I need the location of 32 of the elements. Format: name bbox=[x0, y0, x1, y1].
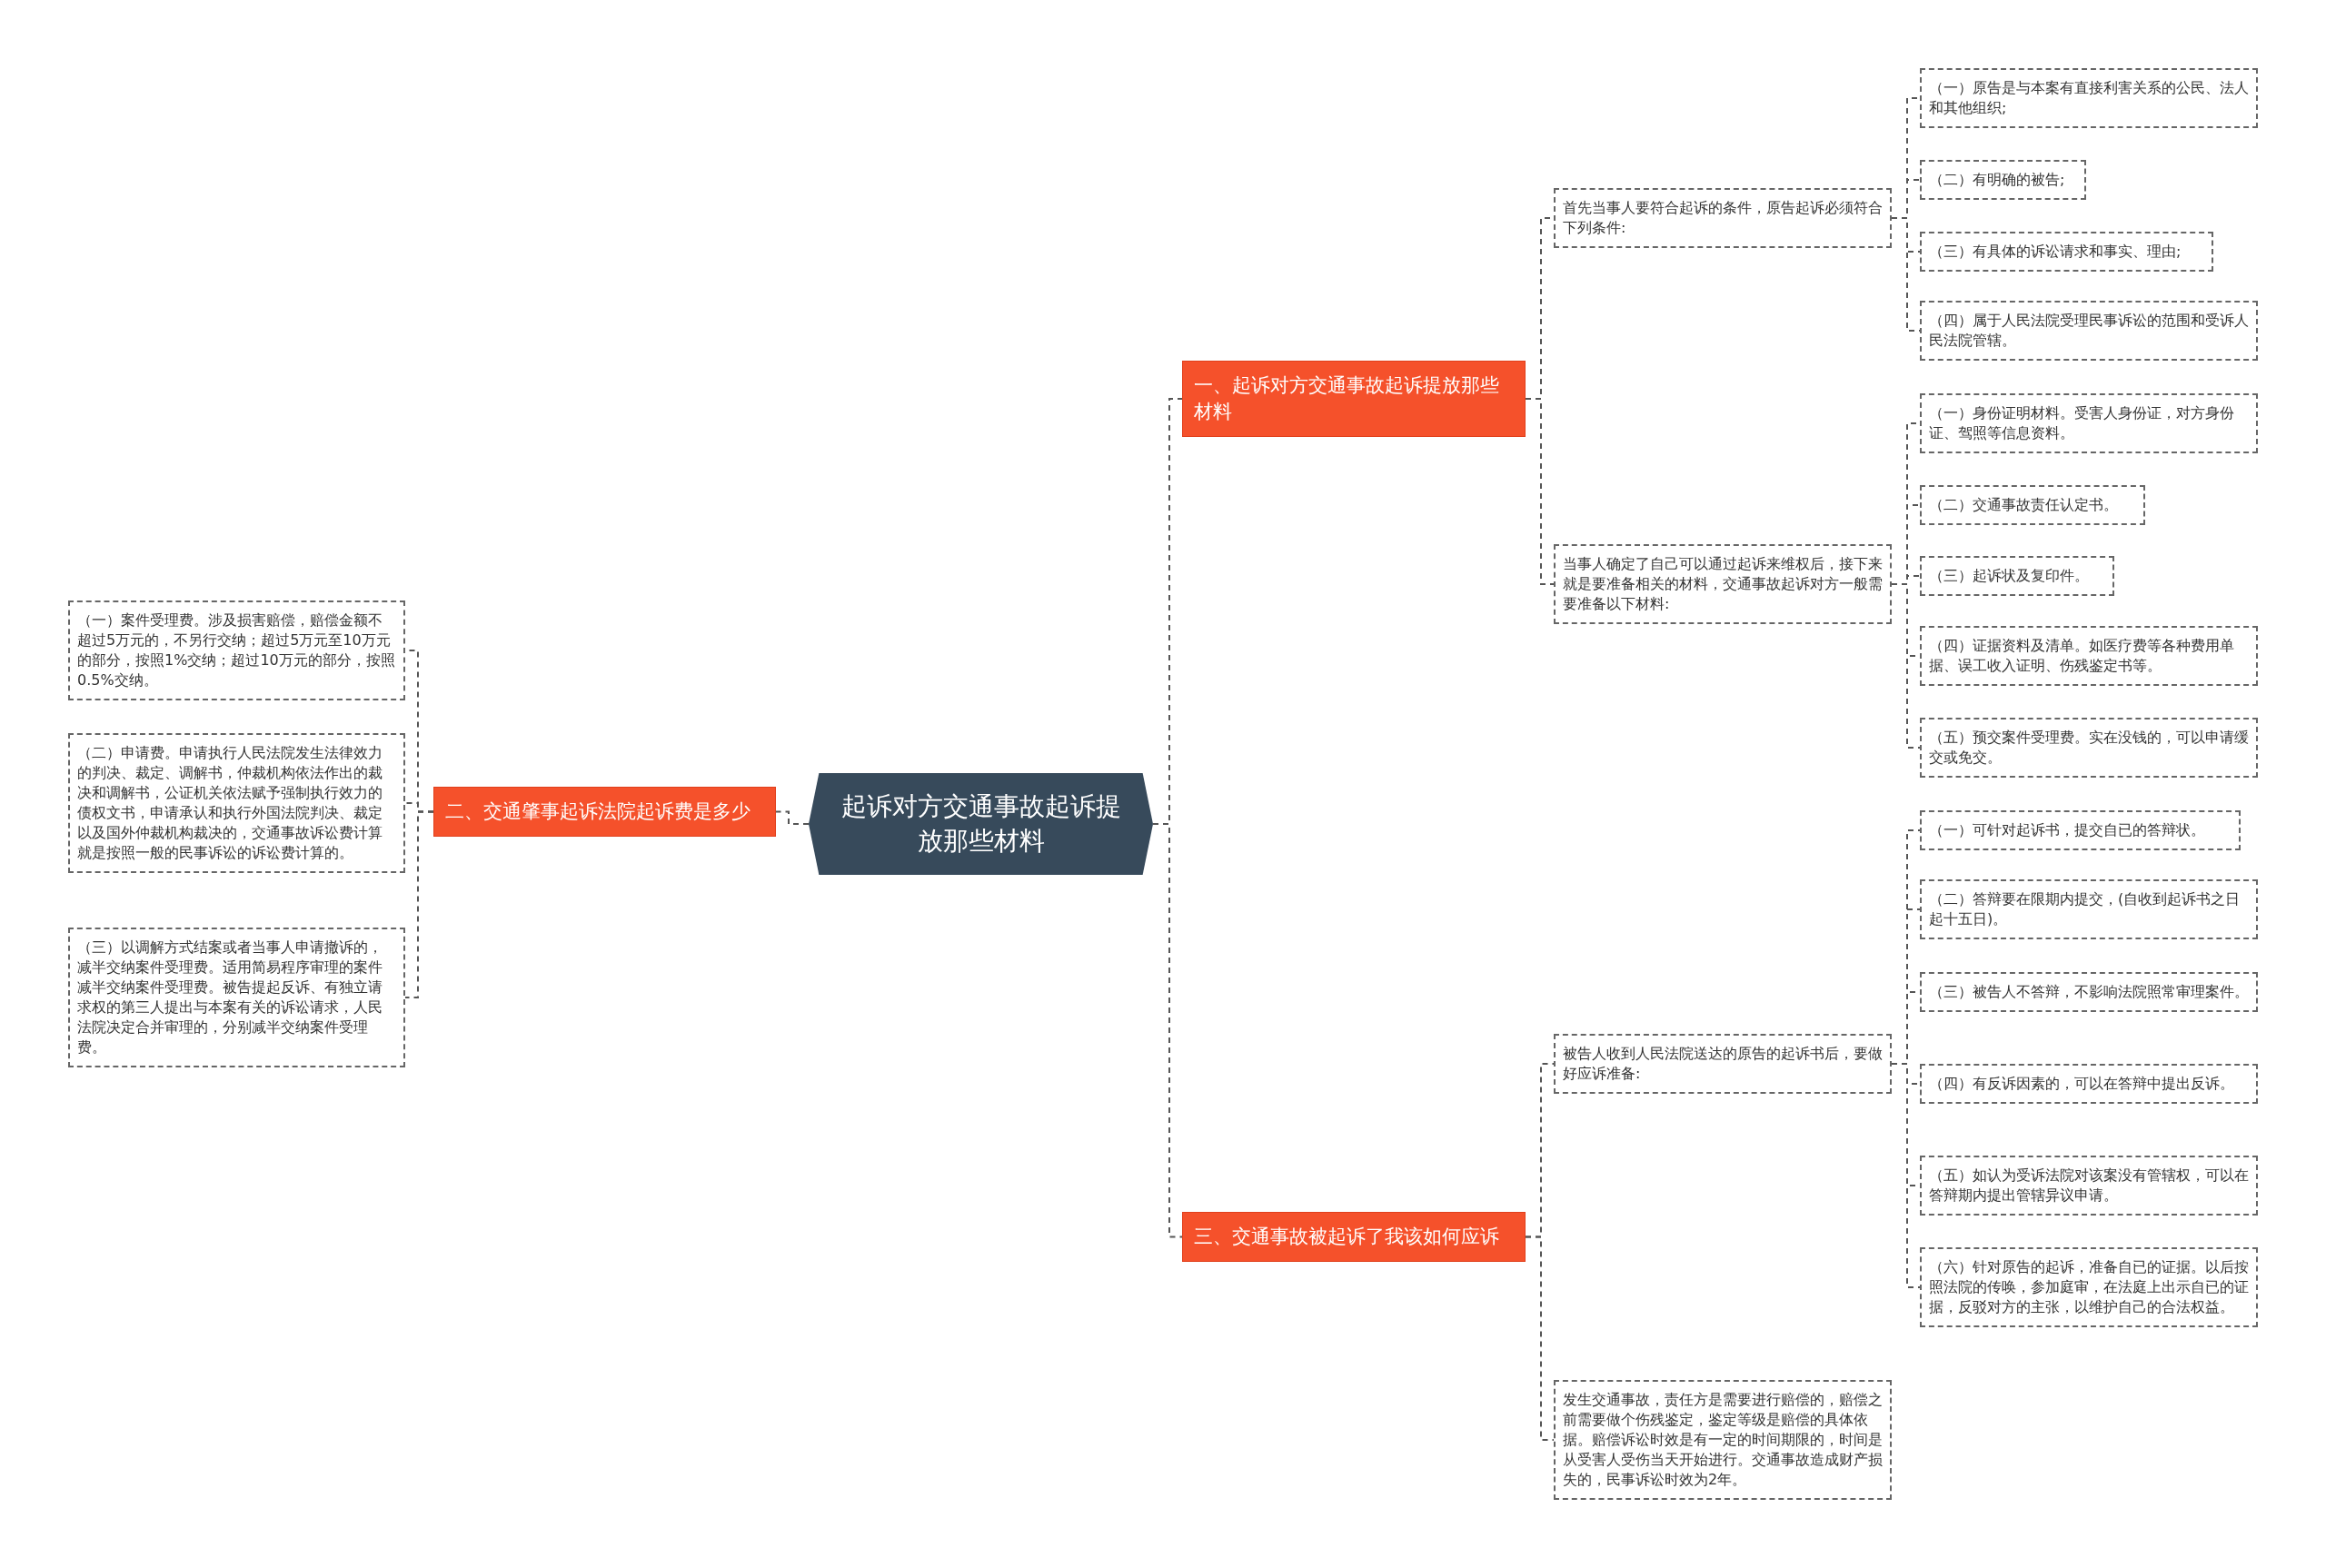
subtopic-card: 被告人收到人民法院送达的原告的起诉书后，要做好应诉准备: bbox=[1554, 1034, 1892, 1094]
subtopic-card: （四）有反诉因素的，可以在答辩中提出反诉。 bbox=[1920, 1064, 2258, 1104]
subtopic-card: （四）证据资料及清单。如医疗费等各种费用单据、误工收入证明、伤残鉴定书等。 bbox=[1920, 626, 2258, 686]
branch-topic: 三、交通事故被起诉了我该如何应诉 bbox=[1182, 1212, 1526, 1262]
subtopic-card: （二）交通事故责任认定书。 bbox=[1920, 485, 2145, 525]
subtopic-card: （二）申请费。申请执行人民法院发生法律效力的判决、裁定、调解书，仲裁机构依法作出的裁决和调解书，公证机关依法赋予强制执行效力的债权文书，申请承认和执行外国法院判决、裁定以及国外仲裁机构裁决的，交通事故诉讼费计算就是按照一般的民事诉讼的诉讼费计算的。 bbox=[68, 733, 405, 873]
subtopic-card: （三）被告人不答辩，不影响法院照常审理案件。 bbox=[1920, 972, 2258, 1012]
subtopic-card: （二）有明确的被告; bbox=[1920, 160, 2086, 200]
subtopic-card: （五）如认为受诉法院对该案没有管辖权，可以在答辩期内提出管辖异议申请。 bbox=[1920, 1156, 2258, 1216]
connector-line bbox=[1891, 583, 1921, 749]
subtopic-card: 发生交通事故，责任方是需要进行赔偿的，赔偿之前需要做个伤残鉴定，鉴定等级是赔偿的具体依据。赔偿诉讼时效是有一定的时间期限的，时间是从受害人受伤当天开始进行。交通事故造成财产损失的，民事诉讼时效为2年。 bbox=[1554, 1380, 1892, 1500]
subtopic-card: （五）预交案件受理费。实在没钱的，可以申请缓交或免交。 bbox=[1920, 718, 2258, 778]
subtopic-card: （一）可针对起诉书，提交自已的答辩状。 bbox=[1920, 810, 2241, 850]
subtopic-card: （三）有具体的诉讼请求和事实、理由; bbox=[1920, 232, 2213, 272]
connector-line bbox=[1525, 398, 1555, 585]
subtopic-card: 首先当事人要符合起诉的条件，原告起诉必须符合下列条件: bbox=[1554, 188, 1892, 248]
connector-line bbox=[1525, 1236, 1555, 1441]
subtopic-card: （一）身份证明材料。受害人身份证，对方身份证、驾照等信息资料。 bbox=[1920, 393, 2258, 453]
subtopic-card: 当事人确定了自己可以通过起诉来维权后，接下来就是要准备相关的材料，交通事故起诉对方一般需要准备以下材料: bbox=[1554, 544, 1892, 624]
branch-topic: 一、起诉对方交通事故起诉提放那些材料 bbox=[1182, 361, 1526, 437]
subtopic-card: （三）起诉状及复印件。 bbox=[1920, 556, 2114, 596]
subtopic-card: （二）答辩要在限期内提交，(自收到起诉书之日起十五日)。 bbox=[1920, 879, 2258, 939]
subtopic-card: （四）属于人民法院受理民事诉讼的范围和受诉人民法院管辖。 bbox=[1920, 301, 2258, 361]
connector-line bbox=[775, 810, 810, 825]
subtopic-card: （一）案件受理费。涉及损害赔偿，赔偿金额不超过5万元的，不另行交纳；超过5万元至10万元的部分，按照1%交纳；超过10万元的部分，按照0.5%交纳。 bbox=[68, 600, 405, 700]
central-topic: 起诉对方交通事故起诉提放那些材料 bbox=[809, 773, 1153, 875]
subtopic-card: （三）以调解方式结案或者当事人申请撤诉的，减半交纳案件受理费。适用简易程序审理的案件减半交纳案件受理费。被告提起反诉、有独立请求权的第三人提出与本案有关的诉讼请求，人民法院决定合并审理的，分别减半交纳案件受理费。 bbox=[68, 928, 405, 1067]
connector-line bbox=[1891, 1063, 1921, 1288]
branch-topic: 二、交通肇事起诉法院起诉费是多少 bbox=[433, 787, 776, 837]
subtopic-card: （六）针对原告的起诉，准备自已的证据。以后按照法院的传唤，参加庭审，在法庭上出示自已的证据，反驳对方的主张，以维护自己的合法权益。 bbox=[1920, 1247, 2258, 1327]
subtopic-card: （一）原告是与本案有直接利害关系的公民、法人和其他组织; bbox=[1920, 68, 2258, 128]
connector-line bbox=[404, 810, 434, 998]
